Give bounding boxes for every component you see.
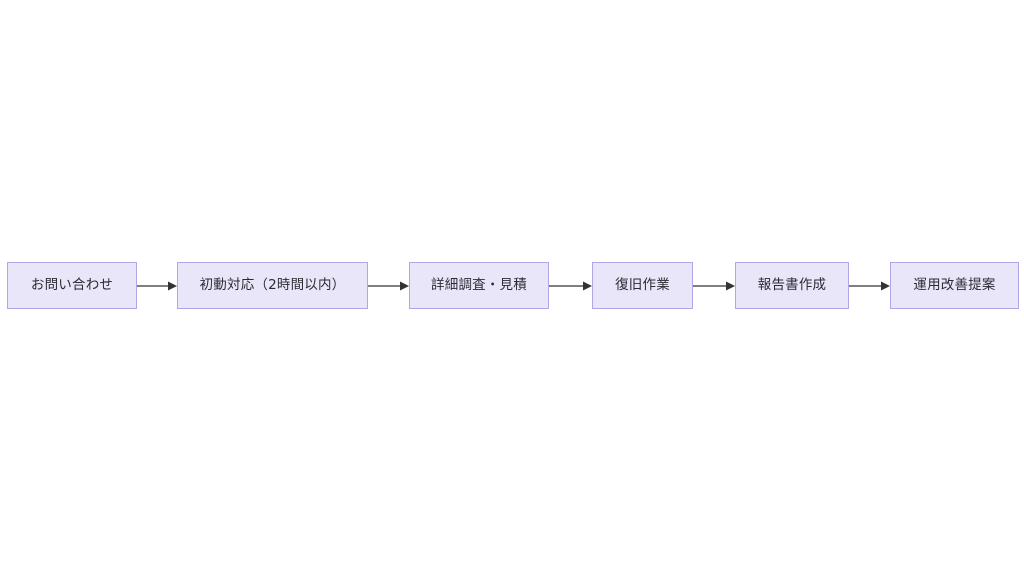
flow-node-step-3[interactable]: 詳細調査・見積 <box>409 262 549 309</box>
flow-node-step-4[interactable]: 復旧作業 <box>592 262 693 309</box>
flow-node-step-2[interactable]: 初動対応（2時間以内） <box>177 262 368 309</box>
flow-node-label: 復旧作業 <box>615 276 670 293</box>
flow-node-step-1[interactable]: お問い合わせ <box>7 262 137 309</box>
flow-node-step-5[interactable]: 報告書作成 <box>735 262 849 309</box>
flow-arrow-4 <box>693 262 735 309</box>
flow-node-label: 報告書作成 <box>757 276 827 293</box>
flow-node-label: 詳細調査・見積 <box>431 276 527 293</box>
flow-node-label: お問い合わせ <box>30 276 114 293</box>
flow-node-step-6[interactable]: 運用改善提案 <box>890 262 1019 309</box>
flowchart-steps-row: お問い合わせ 初動対応（2時間以内） 詳細調査・見積 <box>0 262 1024 309</box>
flow-node-label: 初動対応（2時間以内） <box>199 276 346 293</box>
left-margin-spacer <box>0 285 7 286</box>
flow-arrow-3 <box>549 262 592 309</box>
flow-arrow-2 <box>368 262 409 309</box>
flow-arrow-1 <box>137 262 177 309</box>
flow-node-label: 運用改善提案 <box>913 276 996 293</box>
flow-arrow-5 <box>849 262 890 309</box>
